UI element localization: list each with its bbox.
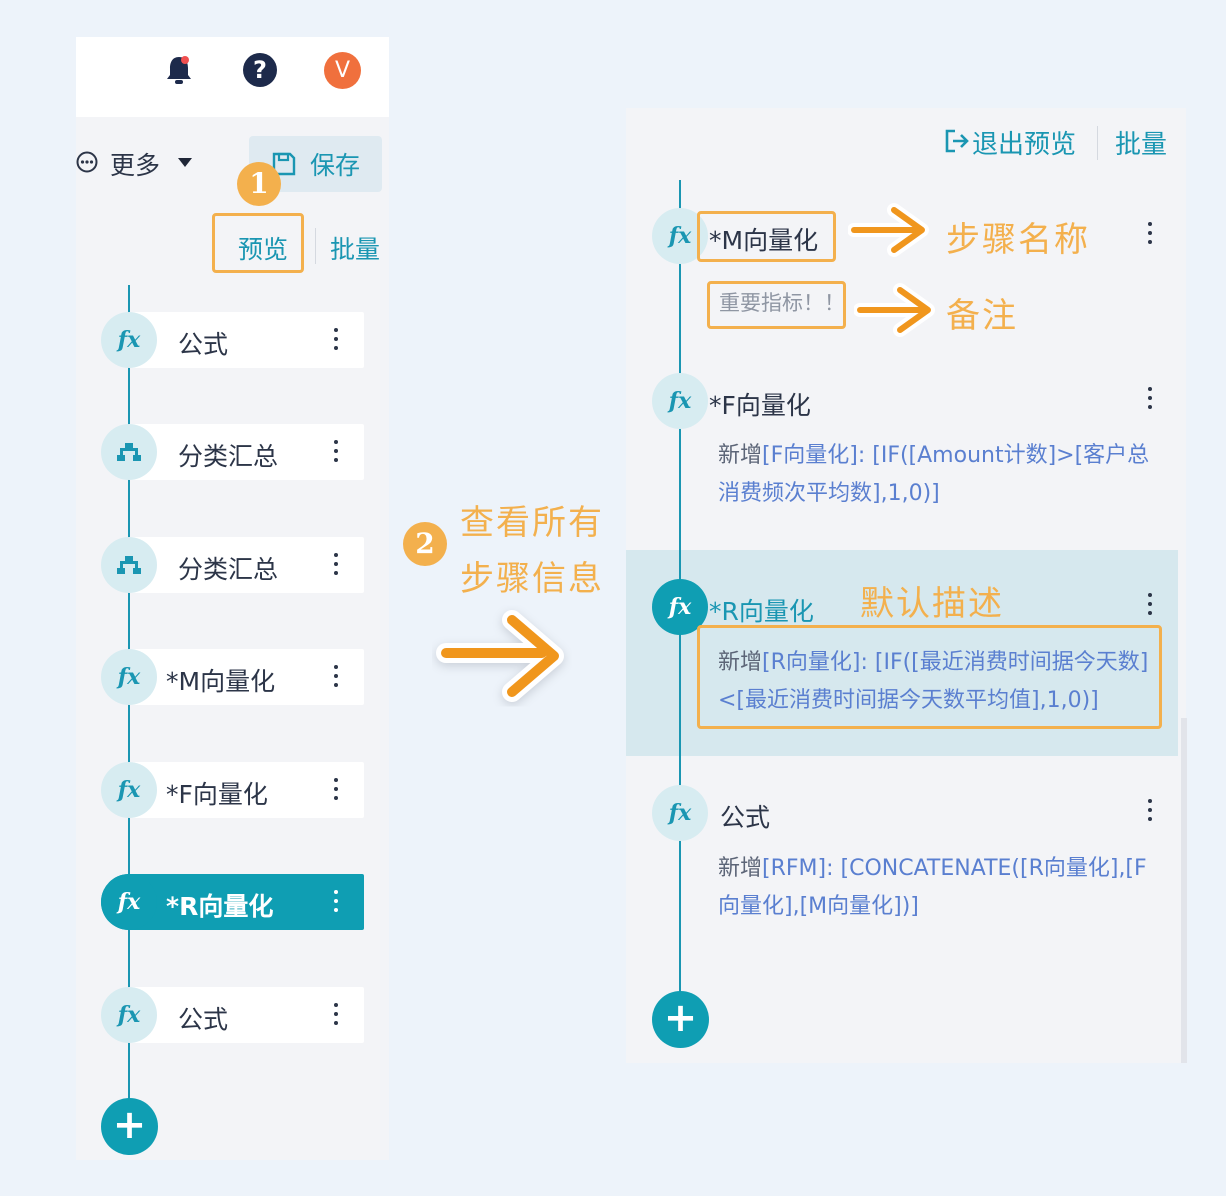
annotation-line-1: 查看所有 <box>460 503 604 543</box>
step-card-group-summary-1[interactable] <box>128 424 364 480</box>
arrow-right-icon <box>853 280 940 340</box>
fx-icon: fx <box>101 874 157 930</box>
step-timeline-line <box>128 285 130 1125</box>
scrollbar[interactable] <box>1181 718 1187 1063</box>
fx-icon: fx <box>101 312 157 368</box>
more-vertical-icon[interactable] <box>1147 387 1153 413</box>
more-vertical-icon[interactable] <box>333 553 339 579</box>
step-card-m-vector[interactable] <box>128 649 364 705</box>
fx-icon: fx <box>101 987 157 1043</box>
more-menu-button[interactable]: 更多 <box>110 151 161 180</box>
step-label: *M向量化 <box>166 667 276 696</box>
annotation-line-2: 步骤信息 <box>460 559 604 599</box>
more-vertical-icon[interactable] <box>333 778 339 804</box>
step-label: 分类汇总 <box>178 442 279 471</box>
arrow-right-icon <box>847 200 934 260</box>
avatar[interactable]: V <box>324 52 361 89</box>
step-card-formula-1[interactable] <box>128 312 364 368</box>
exit-preview-button[interactable]: 退出预览 <box>972 130 1077 160</box>
step-description: 新增[F向量化]: [IF([Amount计数]>[客户总消费频次平均数],1,… <box>718 437 1150 513</box>
step-card-group-summary-2[interactable] <box>128 537 364 593</box>
step-description: 新增[RFM]: [CONCATENATE([R向量化],[F向量化],[M向量… <box>718 850 1150 926</box>
fx-icon: fx <box>652 373 708 429</box>
step-label: *R向量化 <box>166 892 274 921</box>
more-vertical-icon[interactable] <box>1147 222 1153 248</box>
more-vertical-icon[interactable] <box>333 890 339 916</box>
notification-bell-icon[interactable] <box>162 53 196 87</box>
step-label: 分类汇总 <box>178 555 279 584</box>
batch-button[interactable]: 批量 <box>1115 130 1168 160</box>
desc-prefix: 新增 <box>718 650 763 675</box>
step-name-annotation: 步骤名称 <box>946 220 1090 260</box>
step-note: 重要指标！！ <box>719 291 845 315</box>
divider <box>1097 126 1098 160</box>
more-vertical-icon[interactable] <box>333 1003 339 1029</box>
more-vertical-icon[interactable] <box>1147 799 1153 825</box>
save-label[interactable]: 保存 <box>310 151 361 180</box>
desc-prefix: 新增 <box>718 856 763 881</box>
chevron-down-icon[interactable] <box>178 158 192 167</box>
batch-button[interactable]: 批量 <box>330 235 381 264</box>
more-vertical-icon[interactable] <box>333 328 339 354</box>
help-icon[interactable]: ? <box>243 53 277 87</box>
step-card-f-vector[interactable] <box>128 762 364 818</box>
step-name: *F向量化 <box>709 391 811 420</box>
step-name-highlight-box <box>697 211 836 262</box>
exit-icon[interactable] <box>944 127 970 155</box>
step-badge-2: 2 <box>403 522 447 566</box>
hierarchy-icon <box>101 424 157 480</box>
more-vertical-icon[interactable] <box>333 440 339 466</box>
more-vertical-icon[interactable] <box>333 665 339 691</box>
preview-button[interactable]: 预览 <box>238 235 289 264</box>
step-name: 公式 <box>720 803 771 832</box>
active-step-highlight <box>626 550 1178 756</box>
note-highlight-box <box>707 281 846 329</box>
more-vertical-icon[interactable] <box>1147 593 1153 619</box>
preview-highlight-box <box>212 213 304 273</box>
hierarchy-icon <box>101 537 157 593</box>
desc-body: [F向量化]: [IF([Amount计数]>[客户总消费频次平均数],1,0)… <box>718 443 1150 506</box>
default-description-annotation: 默认描述 <box>860 584 1004 624</box>
step-name: *M向量化 <box>709 226 819 255</box>
step-card-formula-2[interactable] <box>128 987 364 1043</box>
step-description: 新增[R向量化]: [IF([最近消费时间据今天数]<[最近消费时间据今天数平均… <box>718 644 1150 720</box>
desc-prefix: 新增 <box>718 443 763 468</box>
view-all-annotation: 查看所有 步骤信息 <box>460 495 604 607</box>
desc-body: [R向量化]: [IF([最近消费时间据今天数]<[最近消费时间据今天数平均值]… <box>718 650 1149 713</box>
fx-icon: fx <box>101 649 157 705</box>
arrow-right-icon <box>432 604 572 714</box>
step-label: 公式 <box>178 1005 229 1034</box>
description-highlight-box <box>697 625 1162 729</box>
divider <box>315 228 316 264</box>
fx-icon: fx <box>101 762 157 818</box>
step-badge-1: 1 <box>237 162 281 206</box>
step-label: 公式 <box>178 330 229 359</box>
step-name: *R向量化 <box>709 597 814 626</box>
add-step-button[interactable]: + <box>101 1098 158 1155</box>
step-label: *F向量化 <box>166 780 268 809</box>
desc-body: [RFM]: [CONCATENATE([R向量化],[F向量化],[M向量化]… <box>718 856 1147 919</box>
more-icon[interactable] <box>76 151 98 173</box>
note-annotation: 备注 <box>946 296 1018 336</box>
add-step-button[interactable]: + <box>652 991 709 1048</box>
fx-icon: fx <box>652 785 708 841</box>
